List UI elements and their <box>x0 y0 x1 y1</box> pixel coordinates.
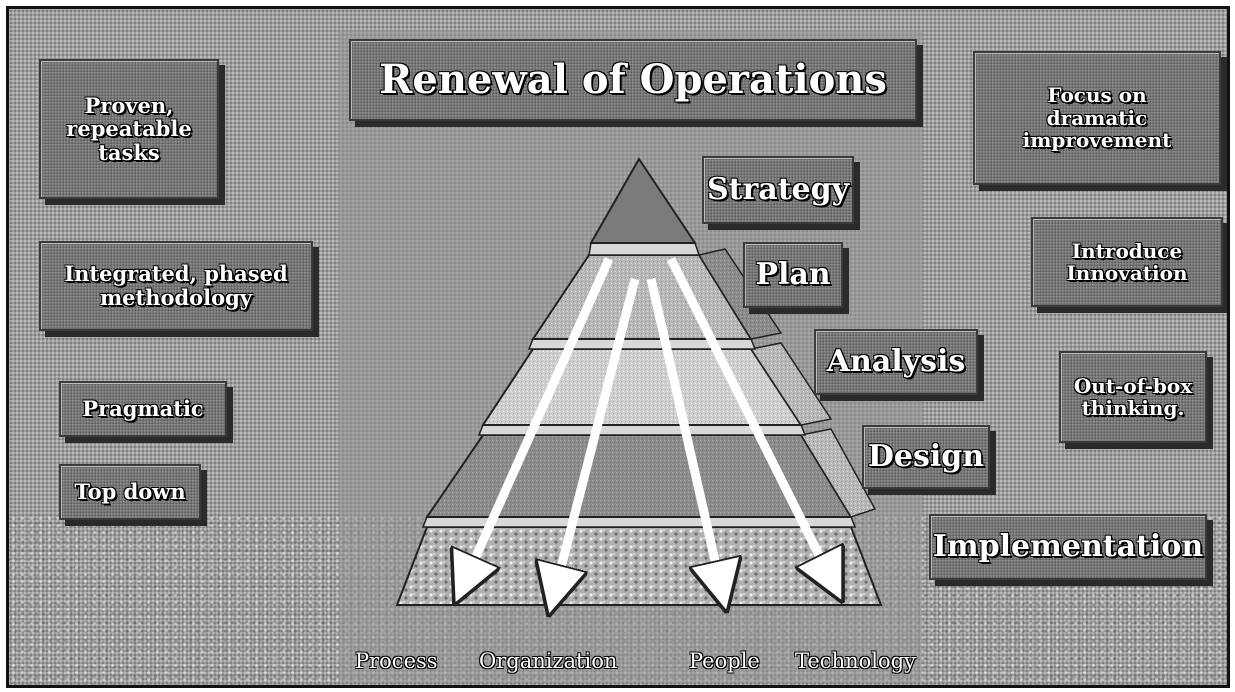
pyramid-ledge-1 <box>588 242 701 256</box>
arrow-technology <box>666 256 831 579</box>
dimension-label-technology: Technology <box>795 649 916 673</box>
right-item-out-of-box: Out-of-box thinking. <box>1059 351 1207 443</box>
stage-label: Analysis <box>826 344 966 380</box>
stage-label: Implementation <box>932 529 1204 565</box>
stage-label: Plan <box>755 257 831 293</box>
right-item-label: Focus on dramatic improvement <box>1022 83 1172 153</box>
pyramid-step-analysis <box>749 342 833 426</box>
right-item-dramatic-improvement: Focus on dramatic improvement <box>973 51 1221 185</box>
left-item-pragmatic: Pragmatic <box>59 381 227 437</box>
left-item-integrated-methodology: Integrated, phased methodology <box>39 241 313 331</box>
arrow-organization <box>555 277 640 591</box>
stage-label-strategy: Strategy <box>702 156 854 224</box>
left-item-label: Pragmatic <box>82 396 204 422</box>
arrows <box>465 256 831 591</box>
stage-label: Design <box>867 439 985 475</box>
stage-label-analysis: Analysis <box>814 329 978 395</box>
arrow-process <box>465 257 614 581</box>
slide-background: Renewal of Operations Proven, repeatable… <box>6 6 1230 688</box>
dimension-label-process: Process <box>355 649 438 673</box>
right-item-label: Introduce Innovation <box>1066 238 1188 285</box>
pyramid-step-design <box>799 428 877 518</box>
title-box: Renewal of Operations <box>349 39 917 121</box>
pyramid-tier-design <box>425 434 853 518</box>
pyramid-ledge-2 <box>527 338 757 350</box>
left-item-label: Proven, repeatable tasks <box>66 92 192 165</box>
dimension-label-organization: Organization <box>479 649 618 673</box>
pyramid-tier-strategy <box>589 157 697 244</box>
page-title: Renewal of Operations <box>379 55 887 103</box>
left-item-label: Top down <box>74 479 186 505</box>
stage-label-implementation: Implementation <box>929 514 1207 580</box>
dimension-label-people: People <box>689 649 760 673</box>
left-item-label: Integrated, phased methodology <box>64 261 288 310</box>
right-item-introduce-innovation: Introduce Innovation <box>1031 217 1223 307</box>
pyramid-diagram <box>395 157 883 685</box>
left-item-proven-tasks: Proven, repeatable tasks <box>39 59 219 199</box>
stage-label-design: Design <box>862 425 990 489</box>
stage-label-plan: Plan <box>743 242 843 308</box>
arrow-people <box>646 278 721 587</box>
left-item-top-down: Top down <box>59 464 201 520</box>
pyramid-step-plan <box>697 248 783 340</box>
right-item-label: Out-of-box thinking. <box>1073 373 1193 420</box>
stage-label: Strategy <box>706 172 850 208</box>
